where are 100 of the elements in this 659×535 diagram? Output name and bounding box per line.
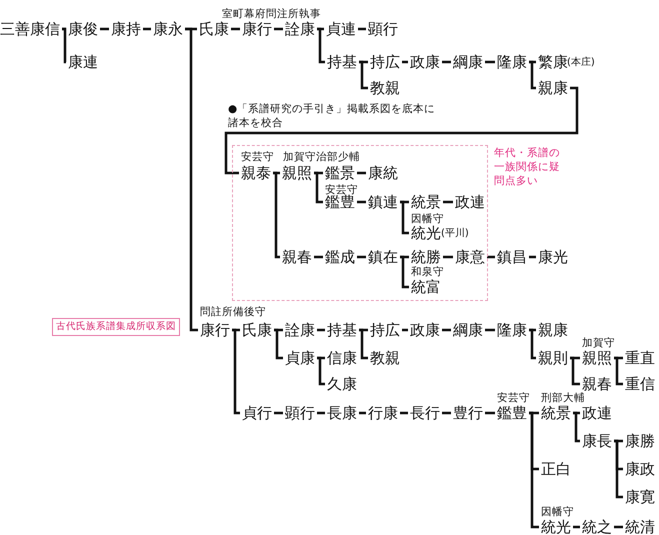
lineage-line bbox=[400, 200, 409, 234]
lineage-line bbox=[314, 256, 323, 258]
person-name: 統光 bbox=[541, 518, 571, 535]
lineage-line bbox=[402, 328, 408, 332]
lineage-line bbox=[100, 28, 109, 30]
person-name: 詮康 bbox=[285, 20, 315, 38]
lineage-line bbox=[317, 412, 325, 414]
person-name: 親照 bbox=[282, 164, 312, 182]
person-name: 長行 bbox=[410, 404, 440, 422]
lineage-line bbox=[485, 328, 495, 332]
lineage-line bbox=[185, 28, 198, 332]
lineage-line bbox=[485, 412, 495, 414]
person-name: 政連 bbox=[582, 404, 612, 422]
person-name: 統富 bbox=[411, 278, 441, 296]
person-name: 親康 bbox=[538, 79, 568, 97]
person-name: 康持 bbox=[111, 20, 141, 38]
person-name: 繁康 bbox=[538, 53, 568, 71]
person-name: 康政 bbox=[625, 460, 655, 478]
title-annotation: 因幡守 bbox=[411, 213, 444, 226]
lineage-line bbox=[357, 172, 366, 174]
person-name: 行康 bbox=[368, 404, 398, 422]
person-name: 重直 bbox=[625, 349, 655, 367]
lineage-line bbox=[359, 412, 366, 414]
title-annotation: 加賀守 bbox=[582, 337, 615, 350]
person-name: 統景 bbox=[411, 193, 441, 211]
person-name: 政連 bbox=[455, 193, 485, 211]
person-name: 持基 bbox=[327, 53, 357, 71]
person-name: 持広 bbox=[370, 321, 400, 339]
title-annotation: 因幡守 bbox=[541, 506, 574, 519]
person-name: 貞連 bbox=[326, 20, 356, 38]
person-name: 信康 bbox=[327, 349, 357, 367]
person-name: 鎮昌 bbox=[497, 248, 527, 266]
person-name: 隆康 bbox=[497, 53, 527, 71]
lineage-line bbox=[358, 28, 366, 30]
person-name: 康勝 bbox=[625, 432, 655, 450]
title-annotation: 安芸守 bbox=[241, 151, 274, 164]
lineage-line bbox=[224, 86, 578, 174]
person-name: 政康 bbox=[410, 53, 440, 71]
person-name: 鑑豊 bbox=[497, 404, 527, 422]
lineage-line bbox=[442, 412, 451, 414]
person-name: 顕行 bbox=[368, 20, 398, 38]
person-name: 康行 bbox=[200, 321, 230, 339]
person-name: 持基 bbox=[327, 321, 357, 339]
name-note: (平川) bbox=[441, 228, 469, 240]
person-name: 統之 bbox=[582, 518, 612, 535]
lineage-line bbox=[359, 328, 368, 360]
lineage-line bbox=[231, 28, 240, 30]
lineage-line bbox=[614, 526, 623, 528]
lineage-line bbox=[443, 200, 453, 204]
person-name: 鑑成 bbox=[325, 248, 355, 266]
person-name: 統光 bbox=[411, 224, 441, 242]
person-name: 康寛 bbox=[625, 488, 655, 506]
lineage-line bbox=[274, 28, 283, 30]
person-name: 親春 bbox=[582, 375, 612, 393]
person-name: 康永 bbox=[153, 20, 183, 38]
person-name: 康光 bbox=[538, 248, 568, 266]
person-name: 統勝 bbox=[411, 248, 441, 266]
person-name: 持広 bbox=[370, 53, 400, 71]
person-name: 親照 bbox=[582, 349, 612, 367]
lineage-line bbox=[614, 440, 623, 498]
person-name: 鎮在 bbox=[368, 248, 398, 266]
person-name: 詮康 bbox=[285, 321, 315, 339]
lineage-line bbox=[317, 328, 325, 332]
person-name: 三善康信 bbox=[0, 20, 60, 38]
title-annotation: 問註所備後守 bbox=[200, 306, 266, 319]
title-annotation: 安芸守 bbox=[497, 392, 530, 405]
note-text: 年代・系譜の一族関係に疑問点多い bbox=[494, 146, 561, 188]
lineage-line bbox=[357, 200, 366, 204]
lineage-line bbox=[317, 28, 325, 64]
title-annotation: 刑部大輔 bbox=[541, 392, 585, 405]
person-name: 綱康 bbox=[453, 321, 483, 339]
person-name: 氏康 bbox=[199, 20, 229, 38]
person-name: 久康 bbox=[327, 375, 357, 393]
lineage-line bbox=[274, 328, 283, 360]
person-name: 重信 bbox=[625, 375, 655, 393]
lineage-line bbox=[232, 328, 240, 414]
lineage-line bbox=[402, 60, 408, 64]
person-name: 康意 bbox=[455, 248, 485, 266]
title-annotation: 室町幕府問注所執事 bbox=[222, 8, 321, 21]
lineage-line bbox=[570, 356, 580, 386]
person-name: 康行 bbox=[242, 20, 272, 38]
person-name: 康長 bbox=[582, 432, 612, 450]
person-name: 親泰 bbox=[241, 164, 271, 182]
lineage-line bbox=[442, 60, 451, 64]
person-name: 康俊 bbox=[68, 20, 98, 38]
person-name: 綱康 bbox=[453, 53, 483, 71]
source-box: 古代氏族系譜集成所収系図 bbox=[52, 318, 180, 336]
person-name: 統清 bbox=[625, 518, 655, 535]
title-annotation: 安芸守 bbox=[325, 184, 358, 196]
lineage-line bbox=[62, 28, 67, 64]
person-name: 康連 bbox=[68, 53, 98, 71]
person-name: 貞行 bbox=[242, 404, 272, 422]
lineage-line bbox=[274, 412, 283, 414]
person-name: 親春 bbox=[282, 248, 312, 266]
lineage-line bbox=[314, 172, 323, 204]
lineage-line bbox=[573, 526, 580, 528]
person-name: 鑑景 bbox=[325, 164, 355, 182]
lineage-line bbox=[485, 60, 495, 64]
lineage-line bbox=[273, 172, 280, 258]
lineage-line bbox=[529, 412, 539, 528]
